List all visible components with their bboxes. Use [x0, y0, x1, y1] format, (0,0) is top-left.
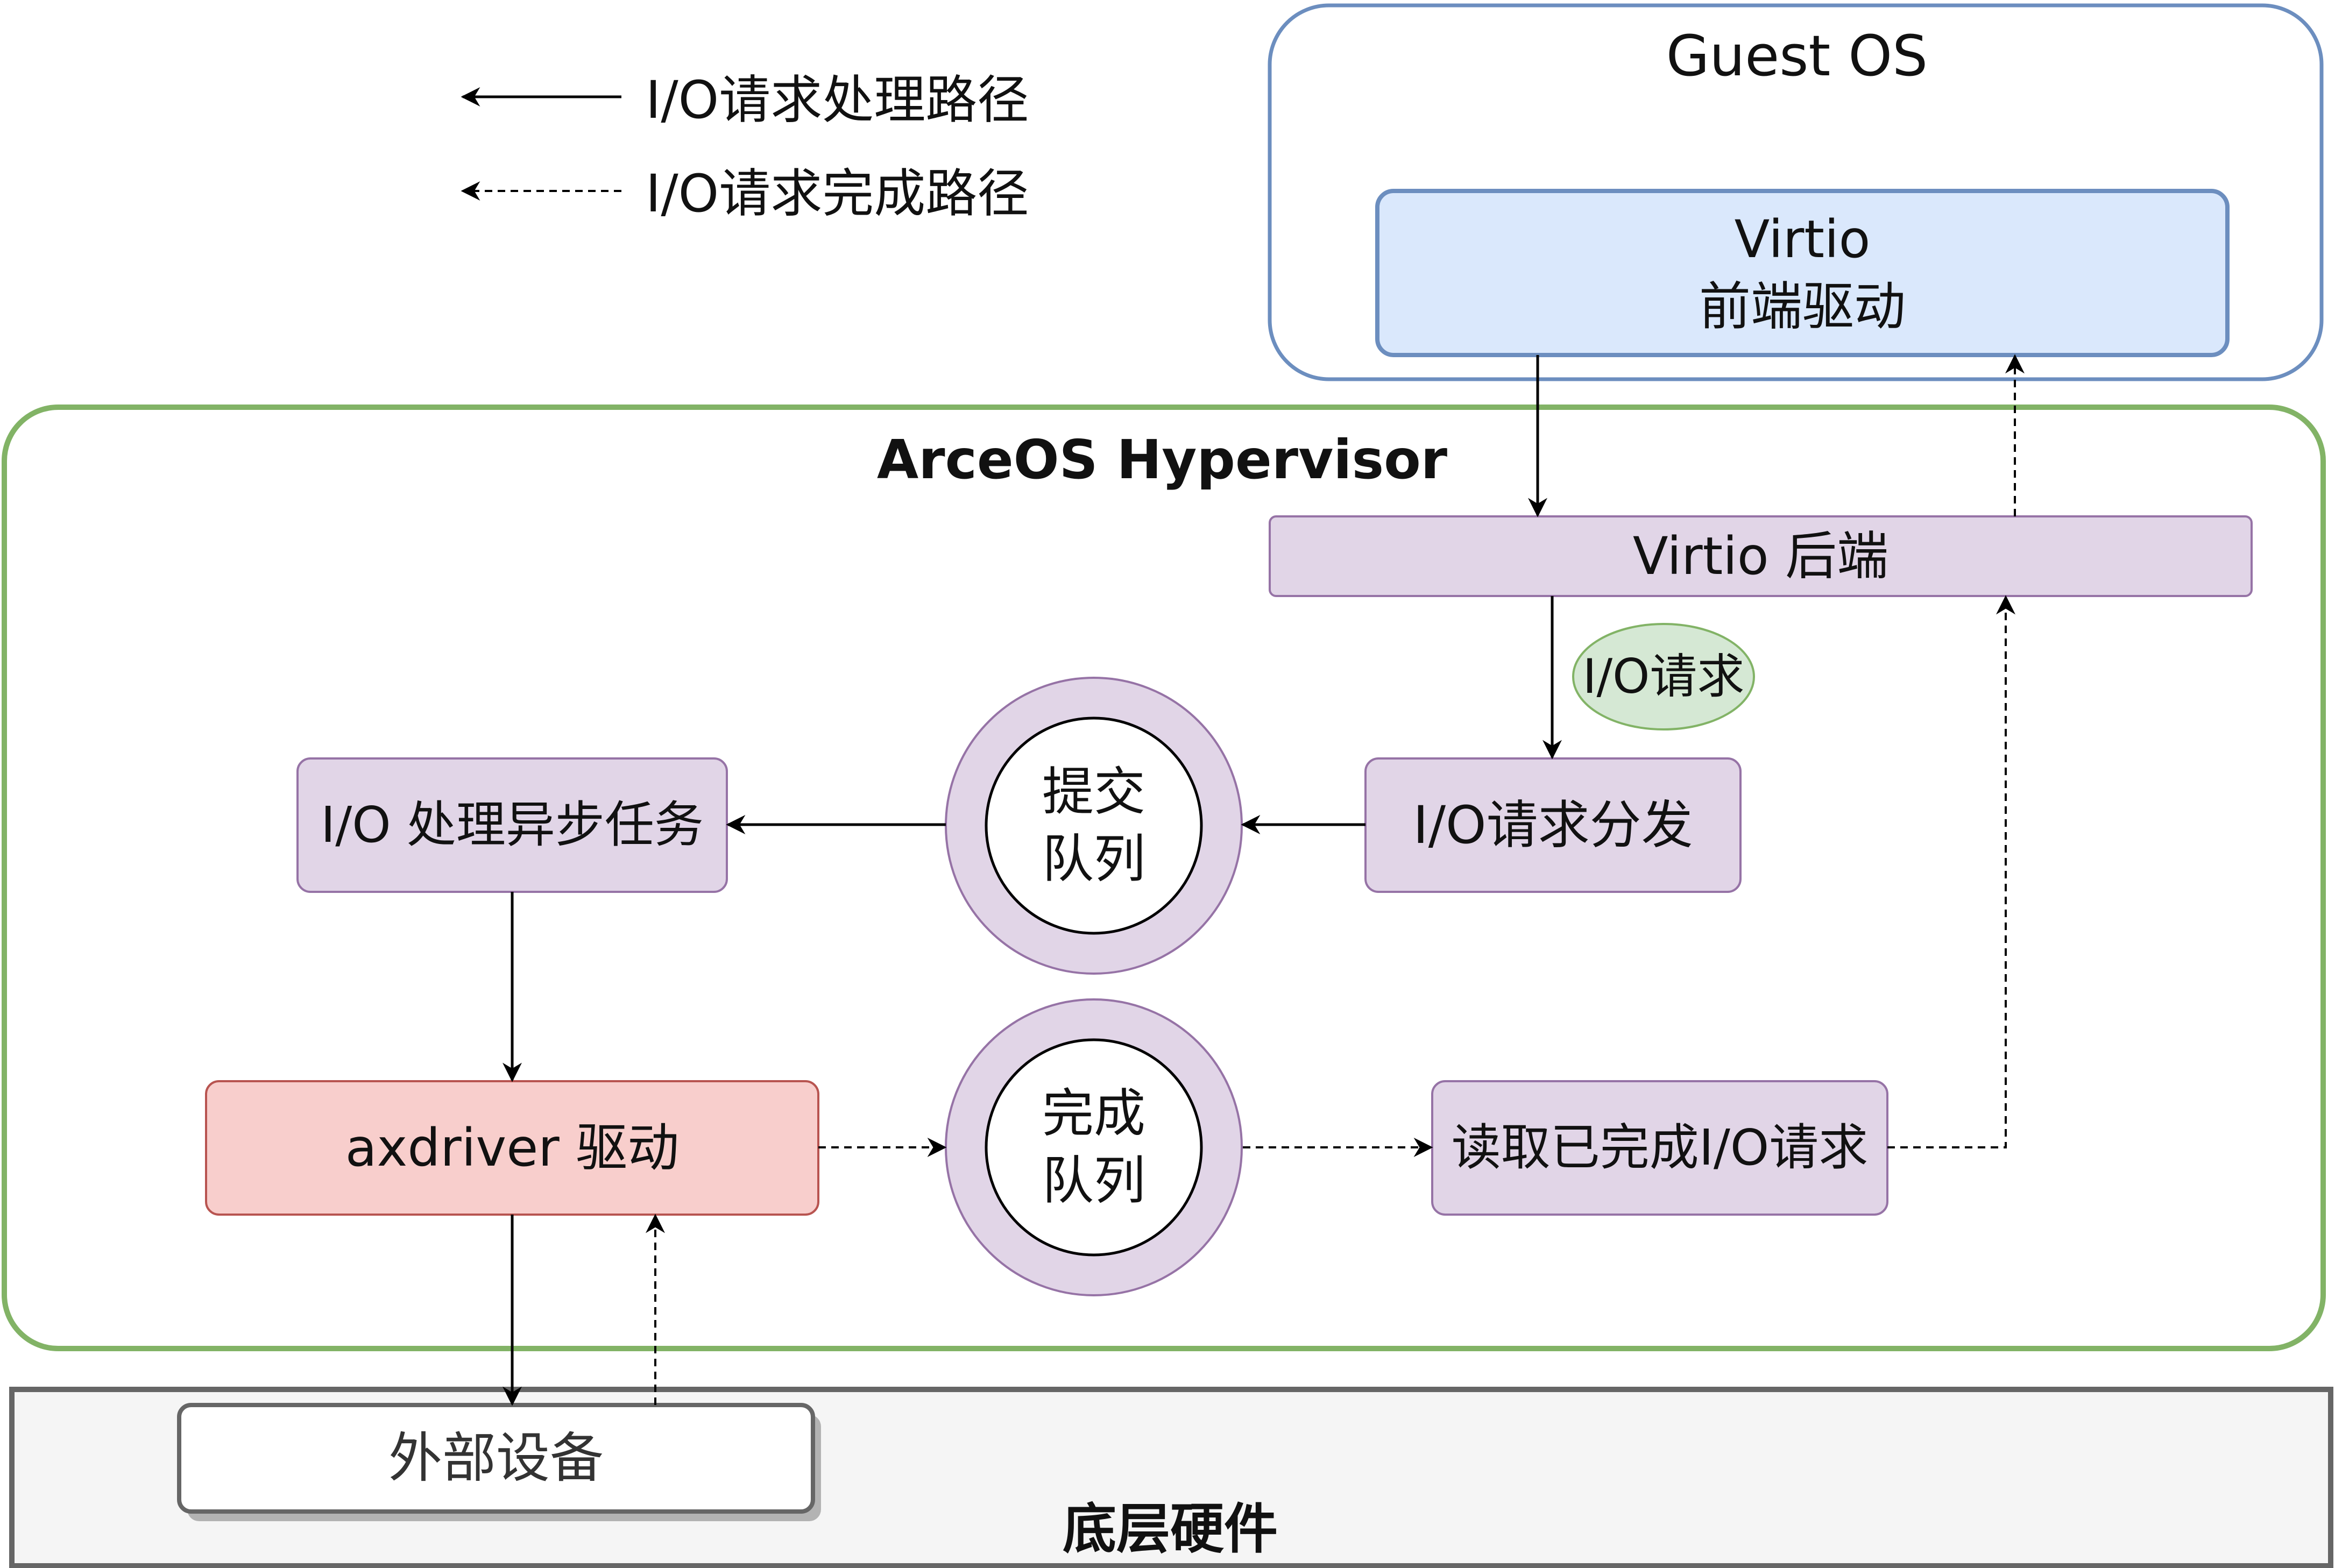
virtio-backend-box — [1269, 515, 2253, 597]
io-request-tag-label: I/O请求 — [1582, 648, 1745, 704]
hypervisor-container — [2, 405, 2326, 1351]
submit-queue-label: 提交 队列 — [1042, 762, 1145, 889]
io-dispatch-label: I/O请求分发 — [1413, 794, 1693, 855]
legend-dashed-label: I/O请求完成路径 — [646, 164, 1029, 224]
completion-queue-inner — [985, 1038, 1203, 1257]
hypervisor-title: ArceOS Hypervisor — [876, 428, 1448, 491]
guest-os-title: Guest OS — [1666, 23, 1928, 89]
virtio-frontend-box — [1375, 189, 2230, 357]
submit-queue-inner — [985, 716, 1203, 935]
arrow-read-to-backend — [1887, 595, 2015, 1148]
external-device-box — [177, 1403, 815, 1514]
read-completed-label: 读取已完成I/O请求 — [1451, 1119, 1869, 1177]
external-device-label: 外部设备 — [388, 1427, 604, 1489]
hardware-title: 底层硬件 — [1063, 1497, 1278, 1560]
virtio-backend-label: Virtio 后端 — [1632, 526, 1889, 586]
io-request-tag-shape — [1572, 623, 1755, 730]
completion-queue-label: 完成 队列 — [1042, 1083, 1145, 1211]
legend-solid-label: I/O请求处理路径 — [646, 70, 1029, 130]
io-async-task-label: I/O 处理异步任务 — [321, 796, 704, 854]
axdriver-label: axdriver 驱动 — [345, 1117, 680, 1178]
virtio-frontend-label: Virtio 前端驱动 — [1699, 209, 1906, 337]
